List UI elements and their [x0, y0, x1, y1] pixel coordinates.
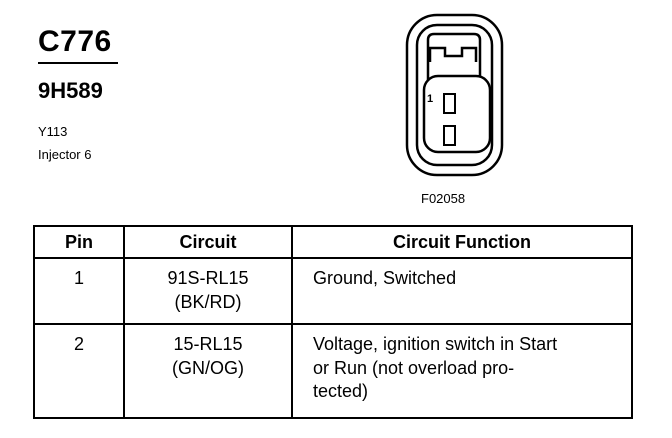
part-number: 9H589: [38, 78, 103, 103]
location-code: Y113: [38, 124, 68, 139]
header-circuit-function: Circuit Function: [291, 224, 633, 260]
pin-cell: 1: [33, 257, 125, 326]
function-text: tected): [313, 381, 369, 402]
figure-reference: F02058: [421, 191, 466, 206]
connector-id: C776: [38, 25, 112, 58]
circuit-function-cell: Ground, Switched: [291, 257, 633, 326]
header-circuit: Circuit: [123, 224, 293, 260]
wire-color: (GN/OG): [172, 357, 244, 378]
pinout-table: Pin Circuit Circuit Function 1 91S-RL15 …: [33, 224, 633, 420]
wire-color: (BK/RD): [174, 291, 242, 312]
pin-cavity-2: [443, 125, 456, 146]
function-text: or Run (not overload pro-: [313, 357, 515, 378]
circuit-cell: 15-RL15 (GN/OG): [123, 323, 293, 420]
circuit-code: 15-RL15: [173, 334, 243, 355]
table-row: 2 15-RL15 (GN/OG) Voltage, ignition swit…: [33, 323, 633, 420]
circuit-cell: 91S-RL15 (BK/RD): [123, 257, 293, 326]
header-pin: Pin: [33, 224, 125, 260]
circuit-code: 91S-RL15: [167, 268, 249, 289]
table-header-row: Pin Circuit Circuit Function: [33, 224, 633, 260]
function-text: Ground, Switched: [313, 268, 457, 289]
pin-number-label: 1: [427, 93, 434, 105]
table-row: 1 91S-RL15 (BK/RD) Ground, Switched: [33, 257, 633, 326]
pin-cavity-1: [443, 93, 456, 114]
connector-id-underline: [38, 62, 118, 64]
connector-description: Injector 6: [38, 147, 92, 162]
pin-cell: 2: [33, 323, 125, 420]
connector-face-diagram: [405, 13, 504, 177]
circuit-function-cell: Voltage, ignition switch in Start or Run…: [291, 323, 633, 420]
function-text: Voltage, ignition switch in Start: [313, 334, 558, 355]
